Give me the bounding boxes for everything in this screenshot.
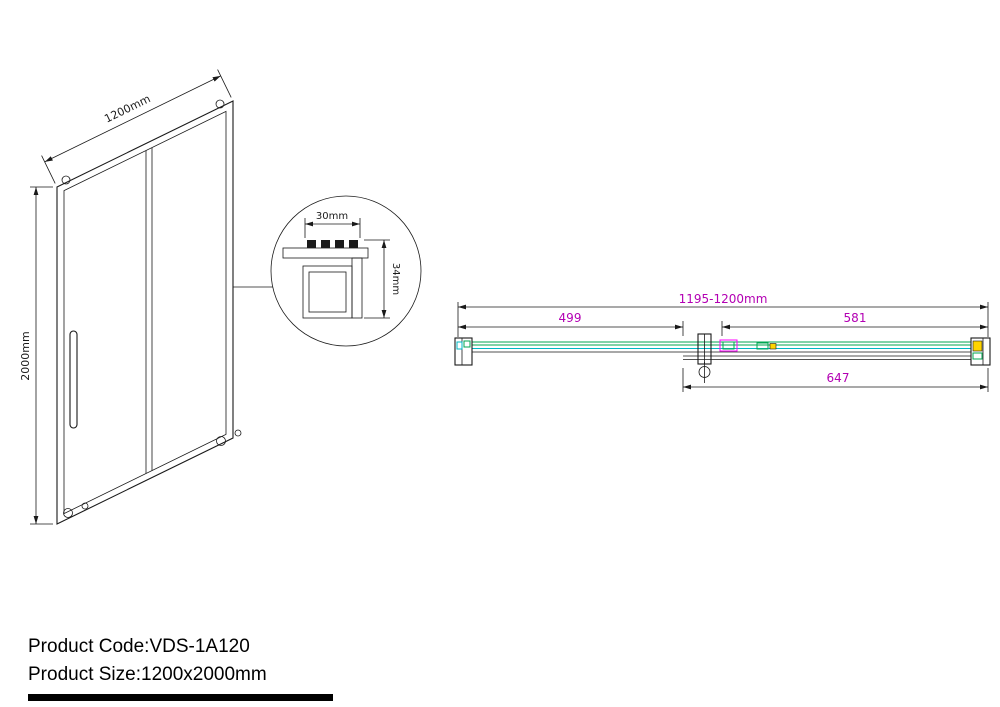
- right-dimension-label: 581: [844, 311, 867, 325]
- glass-clamp-inner: [308, 271, 347, 313]
- roller-wheel-bottom-right-2: [234, 429, 242, 437]
- footer: Product Code:VDS-1A120 Product Size:1200…: [28, 633, 333, 701]
- height-extension-lines: [30, 186, 53, 525]
- door-outer-frame: [56, 100, 234, 525]
- overall-dimension-label: 1195-1200mm: [679, 292, 768, 306]
- width-dimension-line: [44, 75, 221, 163]
- center-roller-assembly: [697, 333, 777, 383]
- door-handle: [69, 330, 78, 429]
- rail-profile-teeth: [307, 240, 358, 248]
- roller-wheel-bottom-right: [216, 436, 226, 446]
- glass-panel-lines-green: [472, 341, 971, 346]
- overlap-profile-green: [722, 341, 735, 350]
- rail-profile-bar: [282, 247, 369, 259]
- roller-wheel-bottom-left-2: [81, 502, 89, 510]
- guide-roller-wheel: [698, 366, 711, 378]
- height-dimension-label: 2000mm: [19, 331, 32, 380]
- glass-clamp-outer: [302, 265, 353, 319]
- profile-side-wall: [351, 257, 363, 319]
- seal-strip-yellow: [769, 343, 777, 350]
- detail-height-label: 34mm: [390, 263, 401, 295]
- detail-width-extension-lines: [304, 218, 361, 238]
- plan-right-dimension: 581: [721, 311, 988, 336]
- plan-view: 1195-1200mm 499 581 647: [454, 292, 991, 392]
- right-profile-green-detail: [972, 352, 983, 360]
- product-code: Product Code:VDS-1A120: [28, 636, 250, 657]
- plan-left-dimension: 499: [458, 311, 684, 336]
- left-dimension-label: 499: [559, 311, 582, 325]
- detail-height-dimension: 34mm: [364, 239, 401, 319]
- right-wall-profile: [970, 337, 991, 366]
- track-lines: [472, 351, 971, 360]
- detail-width-label: 30mm: [316, 211, 348, 222]
- front-height-dimension: 2000mm: [19, 186, 53, 525]
- left-profile-body: [454, 337, 473, 366]
- left-profile-cyan-detail: [456, 341, 463, 350]
- seal-strip-green: [756, 342, 769, 350]
- right-profile-body: [970, 337, 991, 366]
- plan-bottom-dimension: 647: [682, 368, 989, 392]
- detail-circle: [270, 195, 422, 347]
- front-view: [56, 99, 242, 525]
- bottom-dimension-label: 647: [827, 371, 850, 385]
- overlap-profile-magenta: [719, 339, 738, 352]
- footer-underline-bar: [28, 694, 333, 701]
- roller-wheel-bottom-left: [63, 508, 73, 518]
- product-size: Product Size:1200x2000mm: [28, 664, 267, 685]
- width-dimension-label: 1200mm: [102, 92, 152, 125]
- width-extension-lines: [41, 69, 232, 184]
- right-profile-yellow-block: [972, 340, 983, 352]
- front-width-dimension: 1200mm: [41, 69, 232, 184]
- detail-width-dimension: 30mm: [304, 211, 361, 238]
- left-profile-green-detail: [463, 340, 471, 348]
- detail-view: 30mm 34mm: [233, 195, 422, 347]
- panel-divider-lines: [145, 147, 153, 474]
- plan-overall-dimension: 1195-1200mm: [457, 292, 989, 337]
- roller-wheel-top-left: [61, 175, 71, 185]
- left-wall-profile: [454, 337, 473, 366]
